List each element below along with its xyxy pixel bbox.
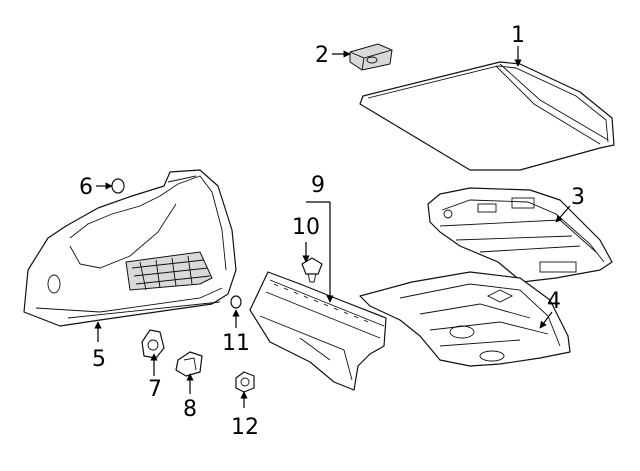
leader-3: [555, 205, 571, 223]
leader-4: [539, 311, 553, 329]
callout-8: 8: [183, 397, 197, 422]
callout-6: 6: [79, 175, 93, 200]
callouts: 1 2 3 4 5 6 7 8 9 10 11 12: [79, 23, 585, 440]
callout-5: 5: [92, 347, 106, 372]
callout-4: 4: [547, 289, 561, 314]
leader-lines: [94, 46, 571, 408]
part-10-push-clip: [301, 257, 323, 283]
part-5-side-trim: [23, 169, 237, 327]
part-12-clip: [235, 371, 255, 393]
part-8-clip: [175, 351, 203, 377]
part-4-floor-tray: [359, 271, 571, 367]
part-9-sill-plate: [249, 271, 387, 391]
callout-9: 9: [311, 173, 325, 198]
part-2-block: [349, 43, 393, 71]
callout-10: 10: [292, 215, 320, 240]
callout-2: 2: [315, 43, 329, 68]
callout-3: 3: [571, 185, 585, 210]
callout-11: 11: [222, 331, 250, 356]
callout-7: 7: [148, 377, 162, 402]
part-11-small-clip: [230, 295, 242, 309]
part-7-clip: [141, 329, 165, 359]
callout-12: 12: [231, 415, 259, 440]
callout-1: 1: [511, 23, 525, 48]
part-1-load-floor: [359, 61, 615, 171]
